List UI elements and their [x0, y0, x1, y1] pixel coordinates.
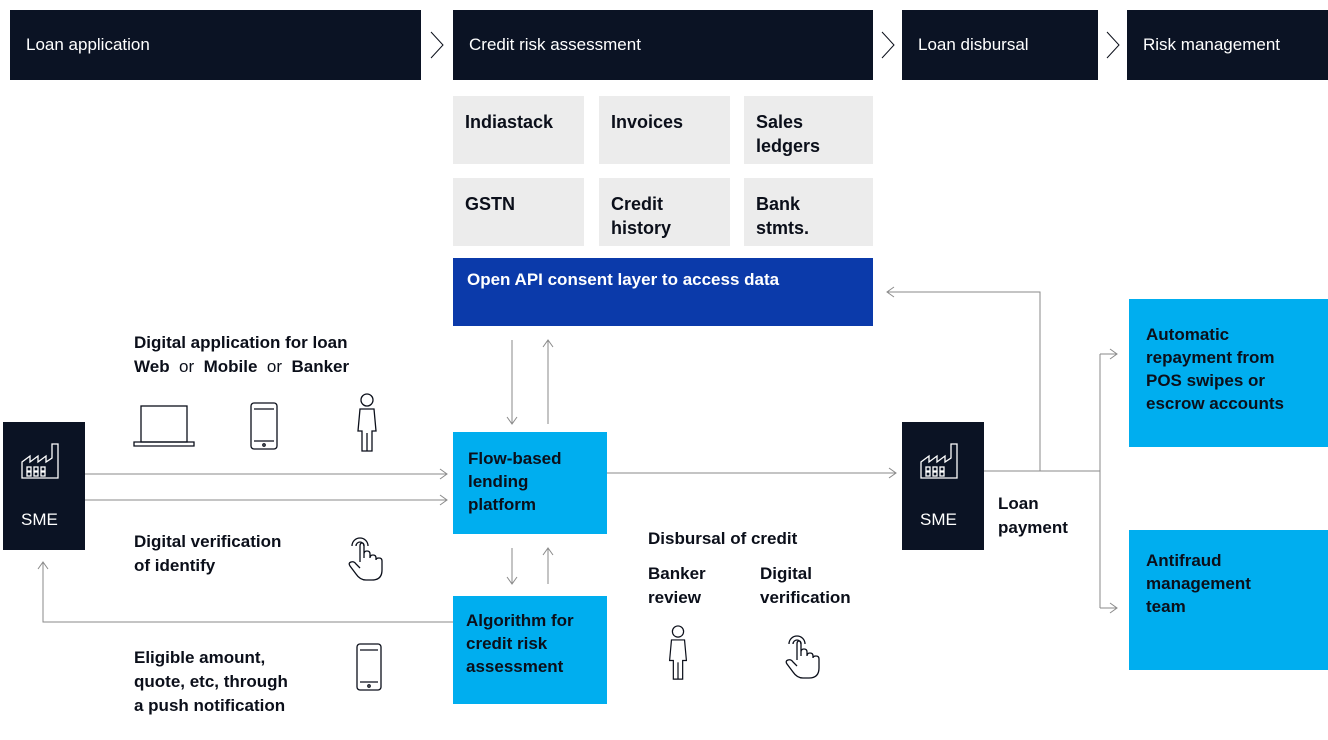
banker-review-line: Banker [648, 564, 706, 583]
connector-arrowhead [1109, 348, 1118, 360]
loan-payment-label: Loan payment [998, 492, 1068, 540]
repayment-label: Automatic [1146, 325, 1230, 344]
antifraud-label: team [1146, 597, 1186, 616]
eligible-amount-label: Eligible amount, quote, etc, through a p… [134, 646, 354, 718]
chevron-right-icon [881, 31, 895, 59]
smartphone-icon [356, 643, 382, 691]
banker-person-icon [357, 393, 377, 452]
touch-hand-icon [348, 537, 383, 581]
channel-web: Web [134, 357, 170, 376]
sme-right-box: SME [902, 422, 984, 550]
antifraud-label: management [1146, 574, 1251, 593]
connector-arrowhead [888, 467, 897, 479]
source-label: GSTN [465, 194, 516, 214]
source-label: Bank [756, 194, 801, 214]
or-text: or [179, 357, 195, 376]
source-gstn: GSTN [453, 178, 584, 246]
api-layer-label: Open API consent layer to access data [467, 270, 780, 289]
connector-arrowhead [439, 468, 448, 480]
source-label: history [611, 218, 672, 238]
source-invoices: Invoices [599, 96, 730, 164]
source-label: Credit [611, 194, 664, 214]
sme-left-box: SME [3, 422, 85, 550]
factory-icon [920, 443, 958, 479]
eligible-line: Eligible amount, [134, 648, 266, 667]
connector-arrowhead [439, 494, 448, 506]
sme-label: SME [920, 510, 957, 529]
api-consent-layer: Open API consent layer to access data [453, 258, 873, 326]
algorithm-label: credit risk [466, 634, 548, 653]
automatic-repayment-box: Automatic repayment from POS swipes or e… [1129, 299, 1328, 447]
banker-review-line: review [648, 588, 701, 607]
sme-label: SME [21, 510, 58, 529]
connector-arrowhead [1109, 602, 1118, 614]
touch-hand-icon [785, 635, 820, 679]
laptop-icon [133, 405, 195, 447]
eligible-line: quote, etc, through [134, 672, 288, 691]
loan-payment-line: payment [998, 518, 1068, 537]
connector-arrowhead [506, 416, 518, 425]
digital-application-title: Digital application for loan [134, 333, 348, 352]
channel-banker: Banker [291, 357, 350, 376]
stage-label: Credit risk assessment [469, 35, 641, 54]
connector-arrowhead [542, 339, 554, 348]
source-bank-statements: Bank stmts. [744, 178, 873, 246]
factory-icon [21, 443, 59, 479]
stage-risk-management: Risk management [1127, 10, 1328, 80]
repayment-label: repayment from [1146, 348, 1275, 367]
stage-label: Loan disbursal [918, 35, 1029, 54]
algorithm-label: Algorithm for [466, 611, 574, 630]
source-label: Sales [756, 112, 804, 132]
stage-loan-disbursal: Loan disbursal [902, 10, 1098, 80]
repayment-label: POS swipes or [1146, 371, 1266, 390]
source-sales-ledgers: Sales ledgers [744, 96, 873, 164]
stage-label: Risk management [1143, 35, 1281, 54]
channel-mobile: Mobile [203, 357, 258, 376]
stage-credit-risk-assessment: Credit risk assessment [453, 10, 873, 80]
digital-verification-label: Digital verification [760, 562, 851, 610]
banker-review-label: Banker review [648, 562, 706, 610]
smartphone-icon [250, 402, 278, 450]
platform-label: Flow-based [468, 449, 562, 468]
repayment-label: escrow accounts [1146, 394, 1284, 413]
loan-payment-line: Loan [998, 494, 1039, 513]
or-text: or [266, 357, 283, 376]
antifraud-team-box: Antifraud management team [1129, 530, 1328, 670]
lending-platform-box: Flow-based lending platform [453, 432, 607, 534]
chevron-right-icon [430, 31, 444, 59]
platform-label: lending [468, 472, 529, 491]
banker-person-icon [668, 625, 688, 680]
platform-label: platform [468, 495, 536, 514]
source-credit-history: Credit history [599, 178, 730, 246]
algorithm-box: Algorithm for credit risk assessment [453, 596, 607, 704]
antifraud-label: Antifraud [1146, 551, 1222, 570]
channel-options: Web or Mobile or Banker [134, 355, 434, 379]
source-label: stmts. [756, 218, 810, 238]
stage-label: Loan application [26, 35, 150, 54]
source-label: Invoices [611, 112, 684, 132]
verification-label: Digital verification of identify [134, 530, 334, 578]
disbursal-title: Disbursal of credit [648, 529, 798, 548]
connector-arrow [42, 562, 453, 623]
source-label: Indiastack [465, 112, 554, 132]
connector-arrowhead [886, 286, 895, 298]
connector-arrowhead [37, 561, 49, 570]
connector-arrowhead [506, 576, 518, 585]
digital-verification-line: Digital [760, 564, 812, 583]
chevron-right-icon [1106, 31, 1120, 59]
algorithm-label: assessment [466, 657, 564, 676]
source-indiastack: Indiastack [453, 96, 584, 164]
eligible-line: a push notification [134, 696, 286, 715]
digital-application-label: Digital application for loan Web or Mobi… [134, 331, 434, 379]
source-label: ledgers [756, 136, 821, 156]
connector-arrowhead [542, 547, 554, 556]
stage-loan-application: Loan application [10, 10, 421, 80]
verification-line: of identify [134, 556, 216, 575]
digital-verification-line: verification [760, 588, 851, 607]
verification-line: Digital verification [134, 532, 282, 551]
connector-arrow [887, 291, 1041, 471]
